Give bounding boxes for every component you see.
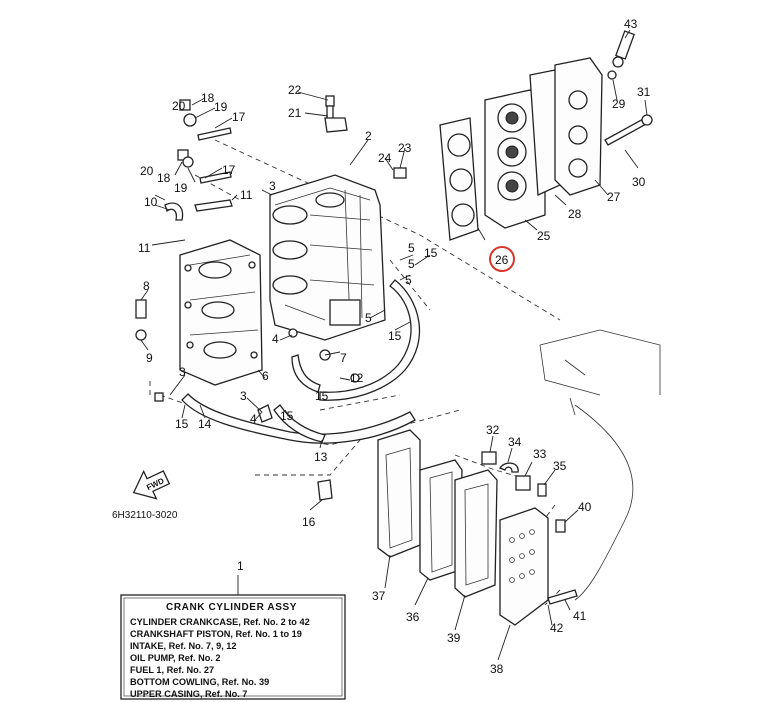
callout-39: 39: [447, 631, 461, 645]
callout-20b: 20: [172, 99, 186, 113]
callout-43: 43: [624, 17, 638, 31]
callout-4b: 4: [250, 412, 257, 426]
cylinder-crankcase: [269, 174, 386, 341]
callout-25: 25: [537, 229, 551, 243]
exhaust-plates: [377, 429, 578, 626]
cylinder-head-group: [439, 30, 653, 241]
crankcase-half: [179, 239, 263, 386]
callout-40: 40: [578, 500, 592, 514]
callout-5d: 5: [365, 311, 372, 325]
callout-2: 2: [365, 129, 372, 143]
callout-22: 22: [288, 83, 302, 97]
callout-17a: 17: [232, 110, 246, 124]
callout-15a: 15: [175, 417, 189, 431]
legend-line-6: BOTTOM COWLING, Ref. No. 39: [130, 677, 269, 687]
callout-19b: 19: [174, 181, 188, 195]
callout-9: 9: [146, 351, 153, 365]
callout-numbers: 1 2 3 3 3 4 4 5 5 5 5 6 7 8 9 10 11 11 1…: [138, 17, 651, 676]
callout-24: 24: [378, 151, 392, 165]
callout-15b: 15: [280, 409, 294, 423]
leader-lines: [140, 29, 648, 661]
callout-42: 42: [550, 621, 564, 635]
callout-15d: 15: [388, 329, 402, 343]
callout-13: 13: [314, 450, 328, 464]
legend-line-4: OIL PUMP, Ref. No. 2: [130, 653, 221, 663]
callout-7: 7: [340, 351, 347, 365]
hoses: [164, 199, 421, 444]
legend-line-3: INTAKE, Ref. No. 7, 9, 12: [130, 641, 237, 651]
callout-8: 8: [143, 279, 150, 293]
callout-36: 36: [406, 610, 420, 624]
callout-29: 29: [612, 97, 626, 111]
callout-38: 38: [490, 662, 504, 676]
assembly-legend-box: CRANK CYLINDER ASSY CYLINDER CRANKCASE, …: [120, 594, 346, 700]
callout-20a: 20: [140, 164, 154, 178]
callout-35: 35: [553, 459, 567, 473]
callout-10: 10: [144, 195, 158, 209]
small-fasteners: [135, 95, 407, 501]
callout-18a: 18: [201, 91, 215, 105]
callout-30: 30: [632, 175, 646, 189]
callout-37: 37: [372, 589, 386, 603]
callout-21: 21: [288, 106, 302, 120]
legend-line-5: FUEL 1, Ref. No. 27: [130, 665, 214, 675]
legend-line-1: CYLINDER CRANKCASE, Ref. No. 2 to 42: [130, 617, 310, 627]
callout-5c: 5: [405, 273, 412, 287]
highlight-ring: [489, 246, 515, 272]
callout-15c: 15: [315, 389, 329, 403]
callout-19a: 19: [214, 100, 228, 114]
callout-3a: 3: [269, 179, 276, 193]
callout-3b: 3: [179, 365, 186, 379]
callout-26: 26: [495, 253, 509, 267]
diagram-code: 6H32110-3020: [112, 510, 178, 521]
callout-15e: 15: [424, 246, 438, 260]
callout-5a: 5: [408, 241, 415, 255]
callout-33: 33: [533, 447, 547, 461]
legend-title: CRANK CYLINDER ASSY: [166, 602, 297, 613]
callout-18b: 18: [157, 171, 171, 185]
callout-5b: 5: [408, 257, 415, 271]
callout-12: 12: [350, 371, 364, 385]
callout-1: 1: [237, 559, 244, 573]
callout-34: 34: [508, 435, 522, 449]
callout-41: 41: [573, 609, 587, 623]
callout-17b: 17: [222, 163, 236, 177]
callout-6: 6: [262, 369, 269, 383]
callout-32: 32: [486, 423, 500, 437]
callout-16: 16: [302, 515, 316, 529]
callout-27: 27: [607, 190, 621, 204]
callout-28: 28: [568, 207, 582, 221]
legend-line-2: CRANKSHAFT PISTON, Ref. No. 1 to 19: [130, 629, 302, 639]
forward-arrow: FWD: [132, 469, 171, 500]
callout-11b: 11: [240, 188, 253, 202]
callout-31: 31: [637, 85, 651, 99]
callout-11a: 11: [138, 241, 151, 255]
callout-3c: 3: [240, 389, 247, 403]
legend-line-7: UPPER CASING, Ref. No. 7: [130, 689, 247, 699]
callout-14: 14: [198, 417, 212, 431]
callout-4a: 4: [272, 332, 279, 346]
callout-23: 23: [398, 141, 412, 155]
